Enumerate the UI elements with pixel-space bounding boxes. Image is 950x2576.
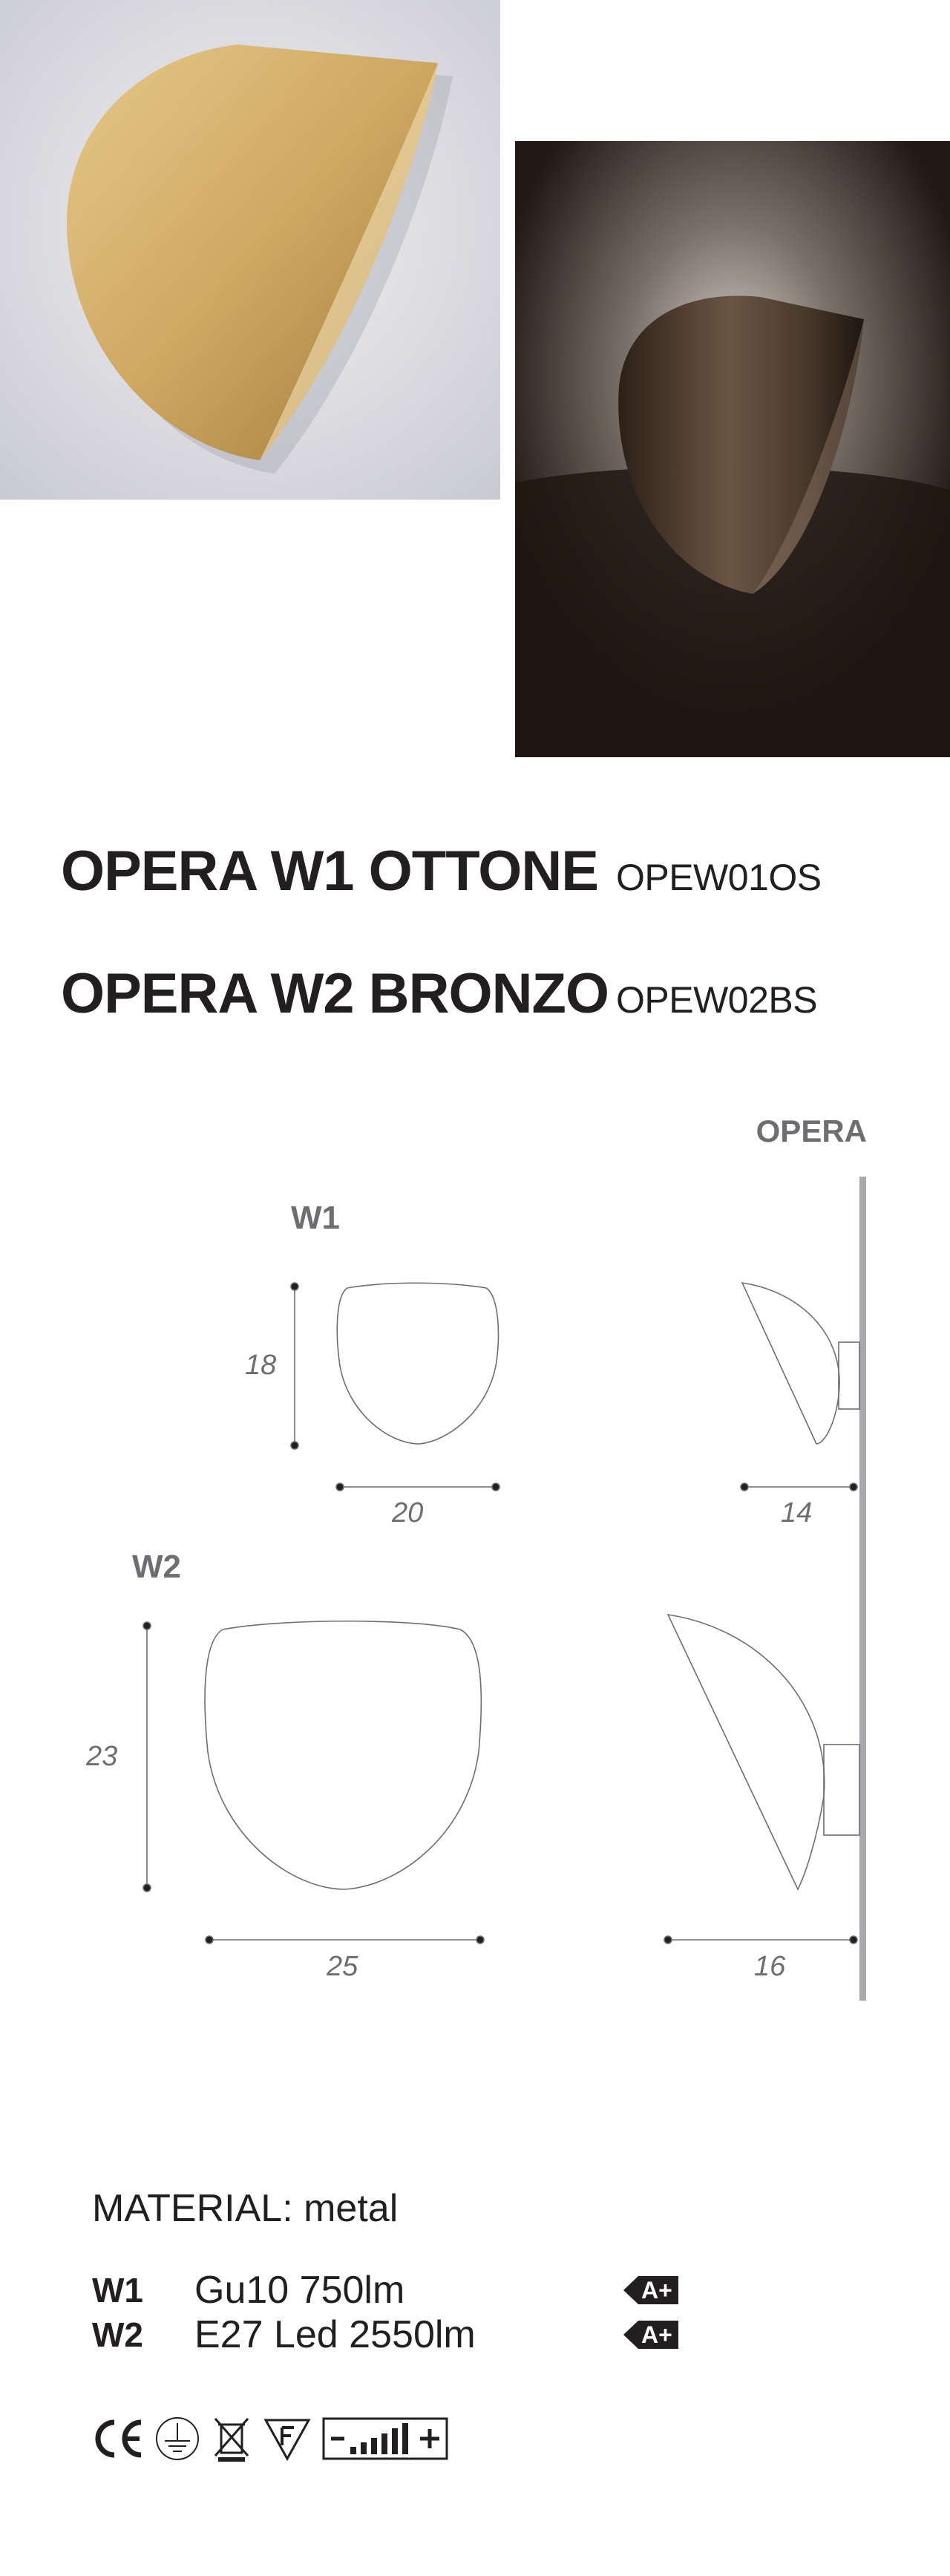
ground-icon: [154, 2413, 200, 2465]
w1-width-dim: 20: [392, 1497, 424, 1529]
product-name: OPERA W1 OTTONE: [61, 840, 599, 903]
product-code: OPEW02BS: [616, 979, 818, 1021]
spec-model: W2: [92, 2315, 143, 2354]
w1-mount: [838, 1341, 860, 1410]
ce-icon: [92, 2413, 144, 2465]
w2-side-view: [666, 1613, 825, 1891]
drawing-label-w2: W2: [132, 1549, 181, 1585]
product-photo-brass: [0, 0, 500, 500]
energy-class-badge: A+: [623, 2276, 678, 2304]
w1-height-dim: 18: [245, 1350, 277, 1381]
w2-height-dim: 23: [86, 1741, 118, 1772]
collection-label: OPERA: [756, 1114, 867, 1148]
spec-row-w1: W1 Gu10 750lm A+: [92, 2268, 678, 2312]
wall-line: [859, 1177, 866, 2001]
product-name: OPERA W2 BRONZO: [61, 962, 609, 1025]
product-title-w1: OPERA W1 OTTONE OPEW01OS: [61, 839, 822, 903]
product-photo-bronze: [515, 141, 950, 757]
w2-front-view: [204, 1620, 482, 1890]
product-title-w2: OPERA W2 BRONZO OPEW02BS: [61, 961, 818, 1026]
drawing-label-w1: W1: [291, 1200, 340, 1236]
f-mark-icon: [263, 2413, 312, 2465]
certification-icons: [92, 2413, 448, 2465]
w1-side-view: [741, 1281, 840, 1445]
w2-mount: [823, 1744, 860, 1836]
spec-desc: E27 Led 2550lm: [194, 2313, 476, 2356]
product-code: OPEW01OS: [615, 857, 822, 898]
spec-model: W1: [92, 2271, 143, 2309]
w2-depth-dim: 16: [754, 1951, 786, 1982]
energy-class-badge: A+: [623, 2321, 678, 2349]
w2-width-dim: 25: [327, 1951, 358, 1982]
dimmable-icon: [322, 2413, 448, 2465]
w1-depth-dim: 14: [781, 1497, 813, 1529]
weee-bin-icon: [211, 2413, 252, 2465]
material-text: MATERIAL: metal: [92, 2187, 399, 2230]
w1-front-view: [336, 1282, 499, 1445]
spec-row-w2: W2 E27 Led 2550lm A+: [92, 2312, 678, 2357]
spec-desc: Gu10 750lm: [194, 2269, 405, 2312]
